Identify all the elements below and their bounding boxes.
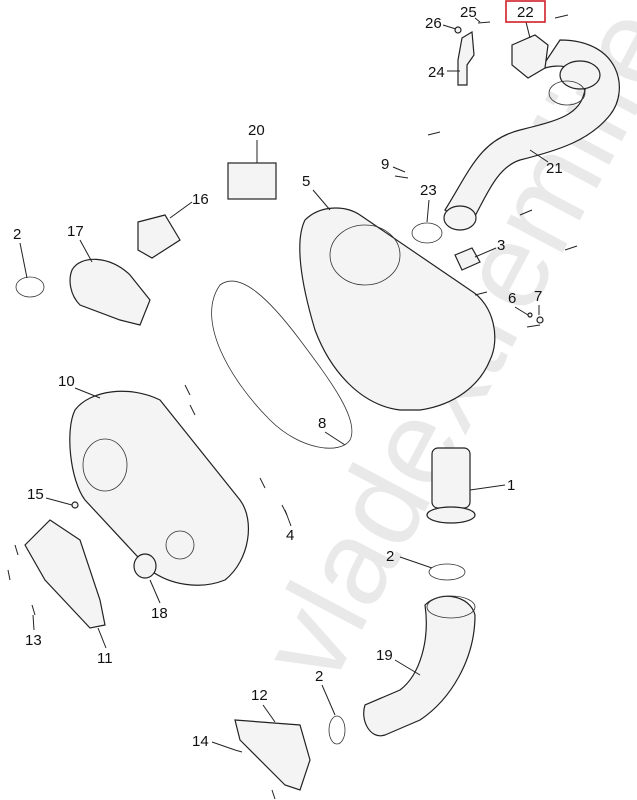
callout-3[interactable]: 3 [497, 237, 505, 254]
part-2-clamp-left [15, 276, 45, 298]
callout-12[interactable]: 12 [251, 687, 268, 704]
callout-14[interactable]: 14 [192, 733, 209, 750]
part-21-duct [444, 39, 620, 226]
callout-1[interactable]: 1 [507, 477, 515, 494]
part-11-guard [24, 519, 106, 629]
part-19-inlet [426, 595, 476, 619]
part-10-hub [82, 438, 128, 492]
callout-21[interactable]: 21 [546, 160, 563, 177]
part-5-outer-cover [299, 207, 496, 411]
part-2-clamp-mid [428, 563, 466, 581]
part-24-bracket [457, 30, 475, 86]
callout-2[interactable]: 2 [13, 226, 21, 243]
callout-22[interactable]: 22 [517, 4, 534, 21]
part-23-clamp [411, 222, 443, 244]
part-22-adapter [511, 34, 549, 79]
part-16-filter [137, 214, 181, 259]
callout-20[interactable]: 20 [248, 122, 265, 139]
part-5-opening [329, 224, 401, 286]
callout-26[interactable]: 26 [425, 15, 442, 32]
callout-15[interactable]: 15 [27, 486, 44, 503]
part-12-intake [234, 719, 311, 791]
highlight-box [505, 0, 546, 23]
callout-8[interactable]: 8 [318, 415, 326, 432]
part-2-clamp-bottom [328, 715, 346, 745]
callout-5[interactable]: 5 [302, 173, 310, 190]
callout-17[interactable]: 17 [67, 223, 84, 240]
callout-25[interactable]: 25 [460, 4, 477, 21]
part-26-nut [454, 26, 462, 34]
callout-24[interactable]: 24 [428, 64, 445, 81]
callout-6[interactable]: 6 [508, 290, 516, 307]
callout-19[interactable]: 19 [376, 647, 393, 664]
part-8-belt [211, 280, 353, 449]
callout-11[interactable]: 11 [97, 650, 113, 667]
part-10-seal-seat [165, 530, 195, 560]
callout-2-bottom[interactable]: 2 [315, 668, 323, 685]
part-1-flange [426, 506, 476, 524]
callout-labels: 22 25 26 24 20 9 5 23 21 16 3 2 17 6 7 1… [13, 4, 563, 750]
callout-7[interactable]: 7 [534, 288, 542, 305]
part-1-filter [431, 447, 471, 509]
callout-23[interactable]: 23 [420, 182, 437, 199]
callout-2-mid[interactable]: 2 [386, 548, 394, 565]
callout-9[interactable]: 9 [381, 156, 389, 173]
part-19-boot [363, 595, 476, 737]
part-clamp-top [548, 80, 586, 106]
callout-18[interactable]: 18 [151, 605, 168, 622]
part-3-patch [454, 247, 481, 271]
part-21-end [443, 205, 477, 231]
callout-10[interactable]: 10 [58, 373, 75, 390]
leader-lines [19, 17, 549, 751]
callout-13[interactable]: 13 [25, 632, 42, 649]
part-17-duct [69, 258, 151, 326]
part-20-label [227, 162, 277, 200]
part-18-seal [133, 553, 157, 579]
callout-16[interactable]: 16 [192, 191, 209, 208]
callout-4[interactable]: 4 [286, 527, 294, 544]
part-10-inner-cover [69, 390, 249, 586]
part-21-inlet [559, 60, 601, 90]
